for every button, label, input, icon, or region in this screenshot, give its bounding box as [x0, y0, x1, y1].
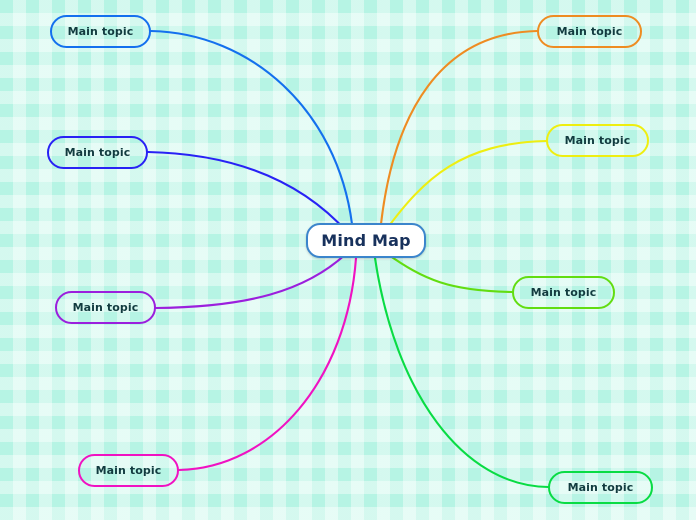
topic-node-branch-7[interactable]: Main topic	[512, 276, 615, 309]
connector-branch-4	[177, 256, 358, 472]
topic-node-branch-3[interactable]: Main topic	[55, 291, 156, 324]
root-node-mind-map[interactable]: Mind Map	[306, 223, 426, 258]
connector-branch-7	[384, 251, 514, 294]
connector-branch-1	[149, 29, 354, 226]
topic-node-label: Main topic	[95, 464, 162, 477]
topic-node-label: Main topic	[64, 146, 131, 159]
topic-node-label: Main topic	[72, 301, 139, 314]
root-node-label: Mind Map	[321, 230, 411, 250]
topic-node-branch-4[interactable]: Main topic	[78, 454, 179, 487]
topic-node-branch-8[interactable]: Main topic	[548, 471, 653, 504]
topic-node-branch-1[interactable]: Main topic	[50, 15, 151, 48]
topic-node-label: Main topic	[564, 134, 631, 147]
connector-branch-3	[154, 250, 350, 310]
topic-node-branch-5[interactable]: Main topic	[537, 15, 642, 48]
topic-node-label: Main topic	[556, 25, 623, 38]
connector-branch-5	[379, 29, 539, 226]
topic-node-label: Main topic	[530, 286, 597, 299]
topic-node-branch-2[interactable]: Main topic	[47, 136, 148, 169]
connector-branch-6	[384, 139, 548, 232]
topic-node-label: Main topic	[567, 481, 634, 494]
topic-node-label: Main topic	[67, 25, 134, 38]
topic-node-branch-6[interactable]: Main topic	[546, 124, 649, 157]
connector-branch-2	[146, 150, 350, 235]
connector-branch-8	[373, 256, 550, 489]
